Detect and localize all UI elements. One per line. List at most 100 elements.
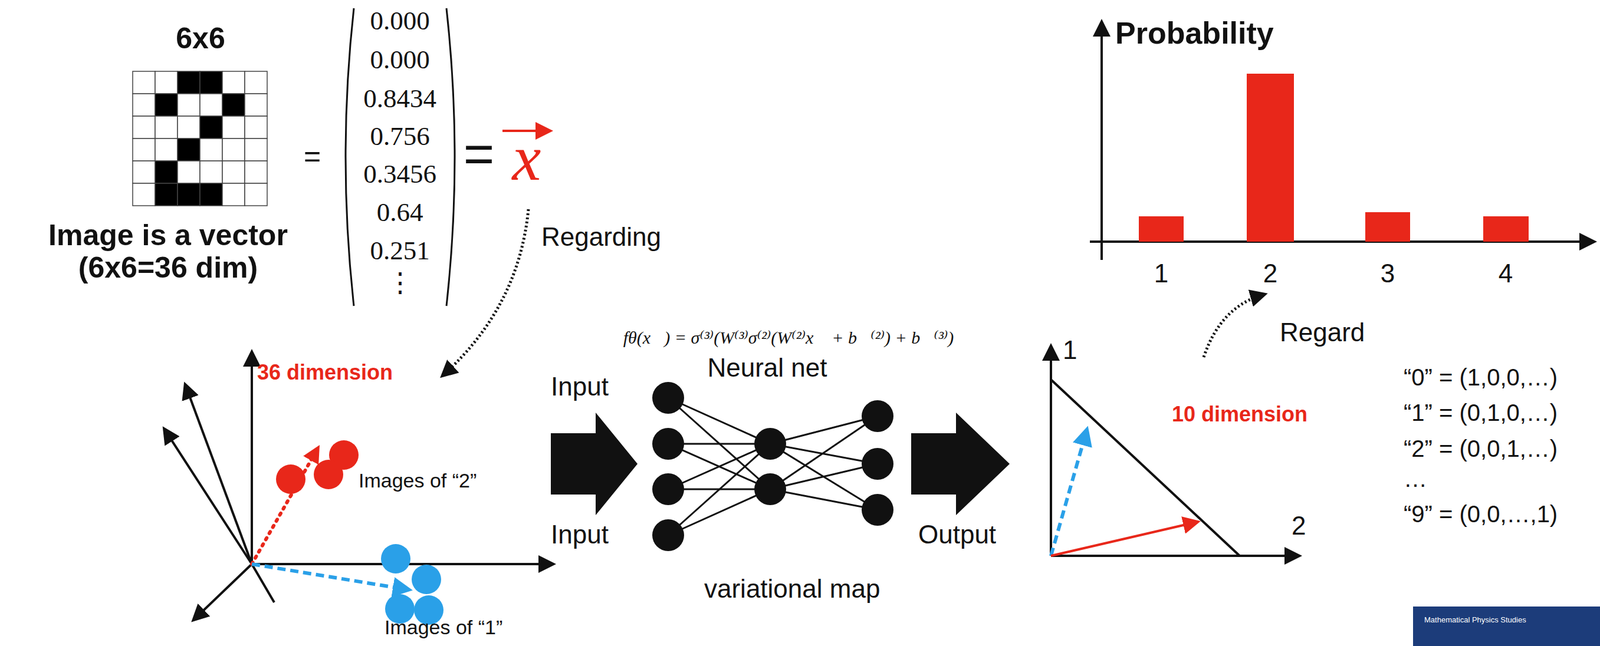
pixel-cell bbox=[244, 138, 268, 162]
network-link bbox=[668, 444, 771, 490]
pixel-cell bbox=[177, 93, 200, 117]
probability-bar bbox=[1138, 73, 1529, 242]
neuron bbox=[754, 428, 787, 461]
neuron bbox=[754, 473, 787, 506]
one-hot-code: “9” = (0,0,…,1) bbox=[1403, 501, 1558, 528]
pixel-cell bbox=[222, 138, 245, 162]
pixel-cell bbox=[132, 161, 156, 184]
pixel-cell bbox=[244, 93, 268, 117]
pixel-cell bbox=[222, 71, 245, 94]
dotted-arrow bbox=[1203, 294, 1264, 358]
pixel-cell bbox=[244, 183, 268, 206]
pixel-cell bbox=[222, 183, 245, 206]
matrix-value: 0.756 bbox=[369, 122, 430, 152]
tick-label: 2 bbox=[1263, 259, 1278, 288]
pixel-cell bbox=[177, 161, 200, 184]
neuron bbox=[652, 428, 685, 461]
pixel-cell bbox=[199, 138, 223, 162]
one-hot-code: “0” = (1,0,0,…) bbox=[1403, 364, 1558, 391]
pixel-cell bbox=[199, 116, 223, 139]
pixel-cell bbox=[155, 93, 178, 117]
map-label: variational map bbox=[704, 575, 882, 604]
matrix-value: 0.251 bbox=[369, 236, 430, 266]
block-arrow bbox=[550, 412, 638, 516]
network-link bbox=[668, 489, 771, 536]
tick-label: 4 bbox=[1498, 259, 1513, 288]
pixel-cell bbox=[132, 116, 156, 139]
neuron bbox=[652, 473, 685, 506]
matrix-value: ⋮ bbox=[386, 268, 414, 298]
pixel-cell bbox=[177, 138, 200, 162]
pixel-cell bbox=[155, 116, 178, 139]
caption: Image is a vector (6x6=36 dim) bbox=[2, 219, 334, 285]
heading: 6x6 bbox=[175, 22, 225, 55]
dotted-arrow bbox=[443, 209, 529, 376]
pixel-cell bbox=[244, 161, 268, 184]
pixel-cell bbox=[132, 71, 156, 94]
network-link bbox=[668, 398, 771, 445]
pixel-cell bbox=[244, 71, 268, 94]
axis-label: 2 bbox=[1291, 511, 1306, 541]
pixel-cell bbox=[244, 116, 268, 139]
chart-axes bbox=[1089, 23, 1593, 261]
neuron bbox=[652, 519, 685, 552]
pixel-cell bbox=[155, 71, 178, 94]
network-link bbox=[770, 416, 878, 445]
matrix-bracket bbox=[345, 8, 354, 307]
vector-symbol: x bbox=[512, 122, 542, 195]
dimension-label: 10 dimension bbox=[1171, 402, 1308, 427]
pixel-cell bbox=[222, 116, 245, 139]
input-label: Input bbox=[550, 372, 609, 402]
neuron bbox=[861, 448, 894, 481]
neuron bbox=[652, 382, 685, 415]
red-output-vector bbox=[1050, 522, 1197, 557]
pixel-cell bbox=[222, 161, 245, 184]
pixel-cell bbox=[132, 138, 156, 162]
pixel-cell bbox=[199, 93, 223, 117]
pixel-cell bbox=[132, 183, 156, 206]
output-label: Output bbox=[918, 520, 997, 550]
network-link bbox=[770, 416, 878, 490]
book-title: Mathematical Physics Studies bbox=[1424, 616, 1527, 625]
pixel-cell bbox=[177, 116, 200, 139]
input-label: Input bbox=[550, 520, 609, 550]
pixel-cell bbox=[132, 93, 156, 117]
equals-sign: = bbox=[303, 140, 321, 173]
output-axes bbox=[1050, 347, 1298, 557]
matrix-value: 0.000 bbox=[369, 6, 430, 36]
pixel-cell bbox=[199, 183, 223, 206]
pixel-cell bbox=[155, 138, 178, 162]
tick-label: 3 bbox=[1380, 259, 1395, 288]
data-points-1 bbox=[380, 544, 444, 626]
network-label: Neural net bbox=[707, 353, 827, 383]
one-hot-code: “1” = (0,1,0,…) bbox=[1403, 399, 1558, 426]
matrix-bracket bbox=[446, 8, 455, 307]
axis-label: 1 bbox=[1062, 336, 1077, 365]
matrix-value: 0.000 bbox=[369, 45, 430, 75]
one-hot-code: “2” = (0,0,1,…) bbox=[1403, 435, 1558, 462]
blue-output-vector bbox=[1050, 431, 1087, 557]
pixel-cell bbox=[155, 183, 178, 206]
network-link bbox=[770, 464, 878, 490]
neural-network bbox=[652, 382, 894, 552]
neuron bbox=[861, 494, 894, 527]
pixel-cell bbox=[177, 183, 200, 206]
block-arrow bbox=[911, 412, 1010, 516]
data-points-2 bbox=[276, 440, 359, 495]
book-cover bbox=[1413, 606, 1600, 646]
network-link bbox=[668, 444, 771, 490]
one-hot-code: … bbox=[1403, 465, 1428, 492]
matrix-value: 0.64 bbox=[376, 198, 424, 228]
annotation: Regard bbox=[1279, 318, 1365, 347]
pixel-cell bbox=[199, 71, 223, 94]
matrix-value: 0.3456 bbox=[363, 159, 437, 190]
pixel-cell bbox=[155, 161, 178, 184]
pixel-cell bbox=[199, 161, 223, 184]
neuron bbox=[861, 400, 894, 433]
axis-label: 36 dimension bbox=[257, 360, 393, 385]
pixel-cell bbox=[222, 93, 245, 117]
equals-sign: = bbox=[463, 125, 495, 184]
annotation: Regarding bbox=[541, 222, 662, 252]
chart-title: Probability bbox=[1115, 16, 1274, 51]
pixel-cell bbox=[177, 71, 200, 94]
